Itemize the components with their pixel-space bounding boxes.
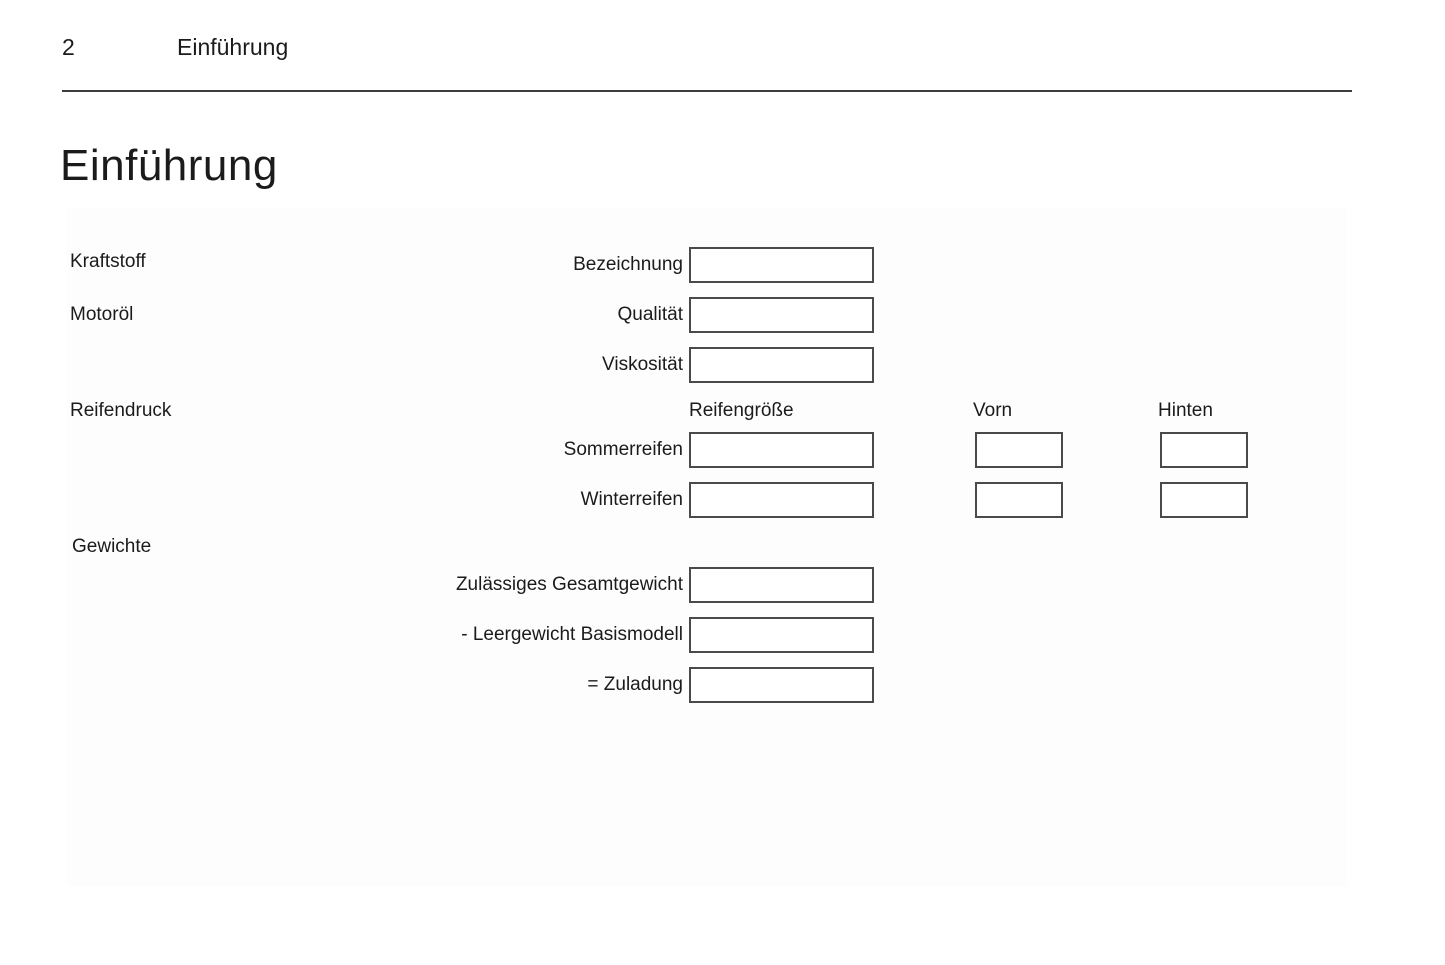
page-number: 2 (62, 34, 75, 60)
input-zuladung[interactable] (689, 667, 874, 703)
input-sommerreifen-groesse[interactable] (689, 432, 874, 468)
input-leergewicht-basismodell[interactable] (689, 617, 874, 653)
column-header-hinten: Hinten (1158, 400, 1213, 421)
column-header-reifengroesse: Reifengröße (689, 400, 794, 421)
field-label-qualitaet: Qualität (617, 304, 683, 325)
field-label-bezeichnung: Bezeichnung (573, 254, 683, 275)
field-label-sommerreifen: Sommerreifen (563, 439, 683, 460)
input-winterreifen-hinten[interactable] (1160, 482, 1248, 518)
section-label-reifendruck: Reifendruck (70, 400, 172, 421)
header-divider (62, 90, 1352, 92)
field-label-zuladung: = Zuladung (587, 674, 683, 695)
input-winterreifen-vorn[interactable] (975, 482, 1063, 518)
page-title: Einführung (60, 141, 278, 191)
input-motoroel-qualitaet[interactable] (689, 297, 874, 333)
input-sommerreifen-vorn[interactable] (975, 432, 1063, 468)
input-kraftstoff-bezeichnung[interactable] (689, 247, 874, 283)
field-label-winterreifen: Winterreifen (580, 489, 683, 510)
input-sommerreifen-hinten[interactable] (1160, 432, 1248, 468)
header-chapter-title: Einführung (177, 34, 289, 60)
field-label-gesamtgewicht: Zulässiges Gesamtgewicht (455, 574, 683, 595)
input-winterreifen-groesse[interactable] (689, 482, 874, 518)
column-header-vorn: Vorn (973, 400, 1013, 421)
field-label-viskositaet: Viskosität (602, 354, 683, 375)
field-label-leergewicht: - Leergewicht Basismodell (461, 624, 683, 645)
input-gesamtgewicht[interactable] (689, 567, 874, 603)
section-label-motoroel: Motoröl (70, 304, 134, 325)
section-label-kraftstoff: Kraftstoff (70, 251, 146, 272)
section-label-gewichte: Gewichte (72, 536, 152, 557)
input-motoroel-viskositaet[interactable] (689, 347, 874, 383)
